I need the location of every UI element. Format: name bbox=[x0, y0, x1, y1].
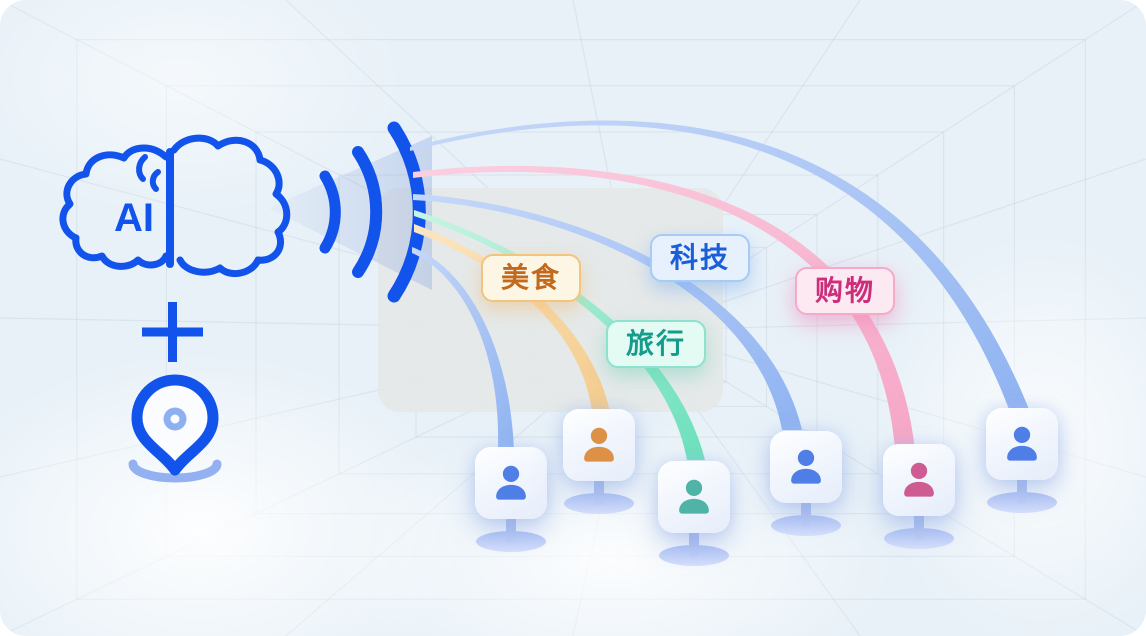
avatar-card bbox=[883, 444, 955, 516]
plus-icon bbox=[142, 302, 203, 362]
user-icon bbox=[496, 465, 526, 500]
user-icon bbox=[904, 462, 934, 497]
category-label-shopping: 购物 bbox=[795, 267, 896, 315]
ai-brain-label: AI bbox=[114, 196, 154, 240]
arc-generic-near bbox=[412, 247, 514, 450]
avatar-card bbox=[658, 461, 730, 533]
avatar-stand bbox=[914, 514, 924, 540]
avatar-stand bbox=[506, 517, 516, 543]
user-avatar-2 bbox=[563, 409, 635, 519]
user-avatar-3 bbox=[658, 461, 730, 571]
avatar-stand bbox=[1017, 478, 1027, 504]
user-avatar-5 bbox=[883, 444, 955, 554]
category-label-travel: 旅行 bbox=[606, 320, 707, 368]
user-avatar-4 bbox=[770, 431, 842, 541]
avatar-card bbox=[563, 409, 635, 481]
user-icon bbox=[791, 449, 821, 484]
category-label-tech: 科技 bbox=[650, 234, 751, 282]
user-icon bbox=[584, 427, 614, 462]
arc-tech bbox=[413, 194, 802, 430]
avatar-stand bbox=[689, 531, 699, 557]
category-label-food: 美食 bbox=[481, 254, 582, 302]
avatar-stand bbox=[594, 479, 604, 505]
avatar-card bbox=[770, 431, 842, 503]
arc-shopping bbox=[413, 165, 915, 450]
user-icon bbox=[1007, 426, 1037, 461]
location-pin-icon bbox=[128, 374, 222, 483]
user-icon bbox=[679, 479, 709, 514]
avatar-card bbox=[475, 447, 547, 519]
avatar-stand bbox=[801, 501, 811, 527]
avatar-card bbox=[986, 408, 1058, 480]
broadcast-waves-icon bbox=[268, 121, 432, 303]
user-avatar-6 bbox=[986, 408, 1058, 518]
arc-food bbox=[414, 224, 610, 412]
user-avatar-1 bbox=[475, 447, 547, 557]
brain-icon bbox=[59, 134, 291, 278]
